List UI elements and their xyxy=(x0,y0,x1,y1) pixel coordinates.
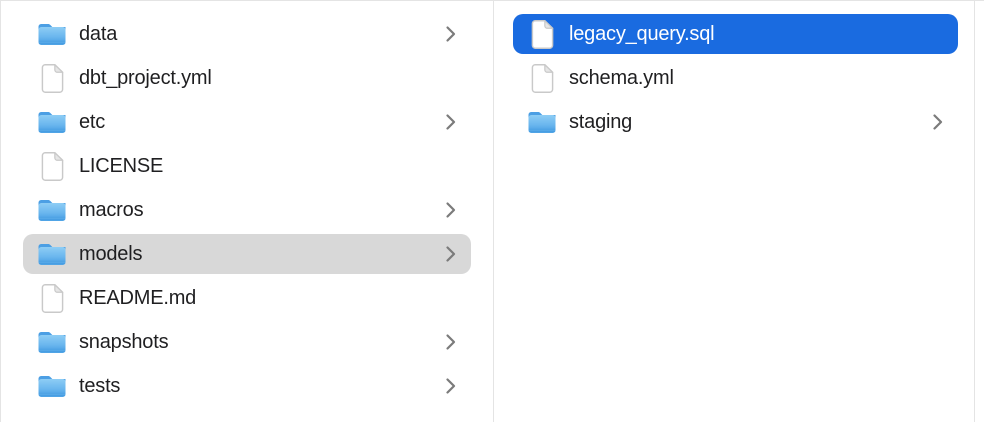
folder-row[interactable]: tests xyxy=(23,366,471,406)
item-label: LICENSE xyxy=(79,154,164,177)
item-label: etc xyxy=(79,110,106,133)
file-row[interactable]: legacy_query.sql xyxy=(513,14,958,54)
chevron-right-icon xyxy=(444,375,457,397)
chevron-right-icon xyxy=(444,243,457,265)
folder-icon xyxy=(37,195,67,225)
folder-row[interactable]: snapshots xyxy=(23,322,471,362)
folder-icon xyxy=(37,107,67,137)
chevron-right-icon xyxy=(931,111,944,133)
chevron-right-icon xyxy=(444,331,457,353)
item-label: dbt_project.yml xyxy=(79,66,212,89)
item-label: models xyxy=(79,242,143,265)
file-row[interactable]: README.md xyxy=(23,278,471,318)
folder-row[interactable]: etc xyxy=(23,102,471,142)
item-label: snapshots xyxy=(79,330,169,353)
file-icon xyxy=(527,19,557,49)
file-row[interactable]: LICENSE xyxy=(23,146,471,186)
folder-row[interactable]: staging xyxy=(513,102,958,142)
file-icon xyxy=(37,63,67,93)
folder-icon xyxy=(37,327,67,357)
item-label: schema.yml xyxy=(569,66,674,89)
item-label: README.md xyxy=(79,286,197,309)
file-row[interactable]: dbt_project.yml xyxy=(23,58,471,98)
folder-icon xyxy=(37,371,67,401)
folder-icon xyxy=(37,19,67,49)
item-label: legacy_query.sql xyxy=(569,22,715,45)
folder-row[interactable]: macros xyxy=(23,190,471,230)
file-icon xyxy=(527,63,557,93)
folder-row[interactable]: models xyxy=(23,234,471,274)
column-divider xyxy=(974,1,975,422)
item-label: tests xyxy=(79,374,121,397)
folder-row[interactable]: data xyxy=(23,14,471,54)
item-label: data xyxy=(79,22,118,45)
item-label: macros xyxy=(79,198,144,221)
folder-icon xyxy=(527,107,557,137)
file-icon xyxy=(37,283,67,313)
chevron-right-icon xyxy=(444,199,457,221)
column-divider xyxy=(493,1,494,422)
folder-icon xyxy=(37,239,67,269)
file-icon xyxy=(37,151,67,181)
finder-column-2: legacy_query.sql schema.yml staging xyxy=(494,1,974,422)
file-row[interactable]: schema.yml xyxy=(513,58,958,98)
chevron-right-icon xyxy=(444,111,457,133)
chevron-right-icon xyxy=(444,23,457,45)
item-label: staging xyxy=(569,110,633,133)
